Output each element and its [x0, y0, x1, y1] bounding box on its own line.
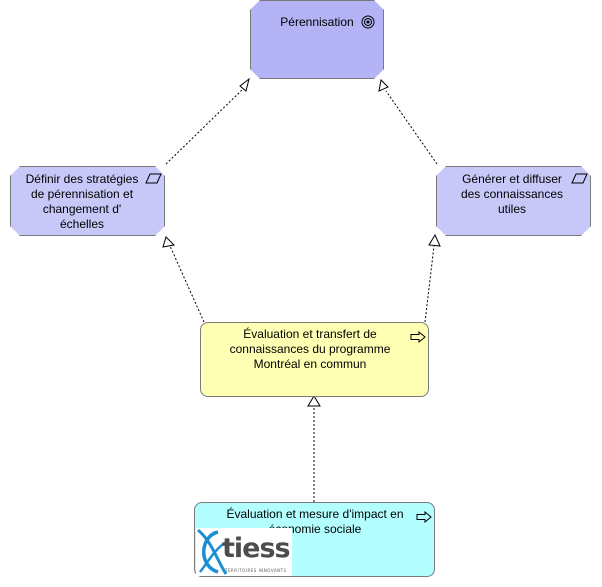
label-line: Générer et diffuser [462, 172, 562, 186]
process-arrow-icon [410, 331, 426, 343]
label-line: échelles [59, 217, 105, 231]
label-line: utiles [497, 202, 526, 216]
tiess-logo: tiess TERRITOIRES INNOVANTS [196, 528, 292, 576]
label-line: Montréal en commun [253, 357, 367, 371]
arrowhead-strategies [162, 236, 176, 248]
process-node-evaluation-transfert[interactable]: Évaluation et transfert de connaissances… [200, 322, 429, 397]
process-parallelogram-icon [571, 173, 588, 184]
tiess-logo-mark [196, 528, 228, 575]
link-transfert-to-diffuser [424, 245, 435, 323]
label-line: Évaluation et transfert de [243, 327, 377, 341]
arrowhead-perennisation-left [239, 77, 250, 92]
label-line: connaissances du programme [229, 342, 391, 356]
link-transfert-to-strategies [169, 245, 205, 323]
label-line: changement d' [42, 202, 122, 216]
label-line: de pérennisation et [30, 187, 134, 201]
label-line: Évaluation et mesure d'impact en [226, 507, 404, 521]
arrowhead-diffuser [428, 233, 441, 247]
label-line: des connaissances [460, 187, 564, 201]
link-strategies-to-perennisation [165, 87, 245, 165]
process-node-diffuser[interactable]: Générer et diffuser des connaissances ut… [436, 166, 591, 236]
process-arrow-icon [416, 511, 432, 523]
goal-icon [361, 15, 375, 29]
arrowhead-transfert [307, 395, 321, 407]
goal-node-perennisation[interactable]: Pérennisation [250, 0, 384, 79]
node-label: Définir des stratégies de pérennisation … [21, 172, 143, 232]
logo-tagline: TERRITOIRES INNOVANTS [225, 568, 287, 573]
label-line: Définir des stratégies [25, 172, 139, 186]
logo-text: tiess [222, 533, 291, 564]
arrowhead-perennisation-right [378, 78, 389, 92]
process-parallelogram-icon [145, 173, 162, 184]
node-label: Générer et diffuser des connaissances ut… [451, 172, 573, 217]
node-label: Évaluation et transfert de connaissances… [215, 327, 405, 372]
process-node-strategies[interactable]: Définir des stratégies de pérennisation … [10, 166, 165, 236]
node-label: Pérennisation [280, 15, 354, 29]
link-diffuser-to-perennisation [385, 90, 438, 165]
